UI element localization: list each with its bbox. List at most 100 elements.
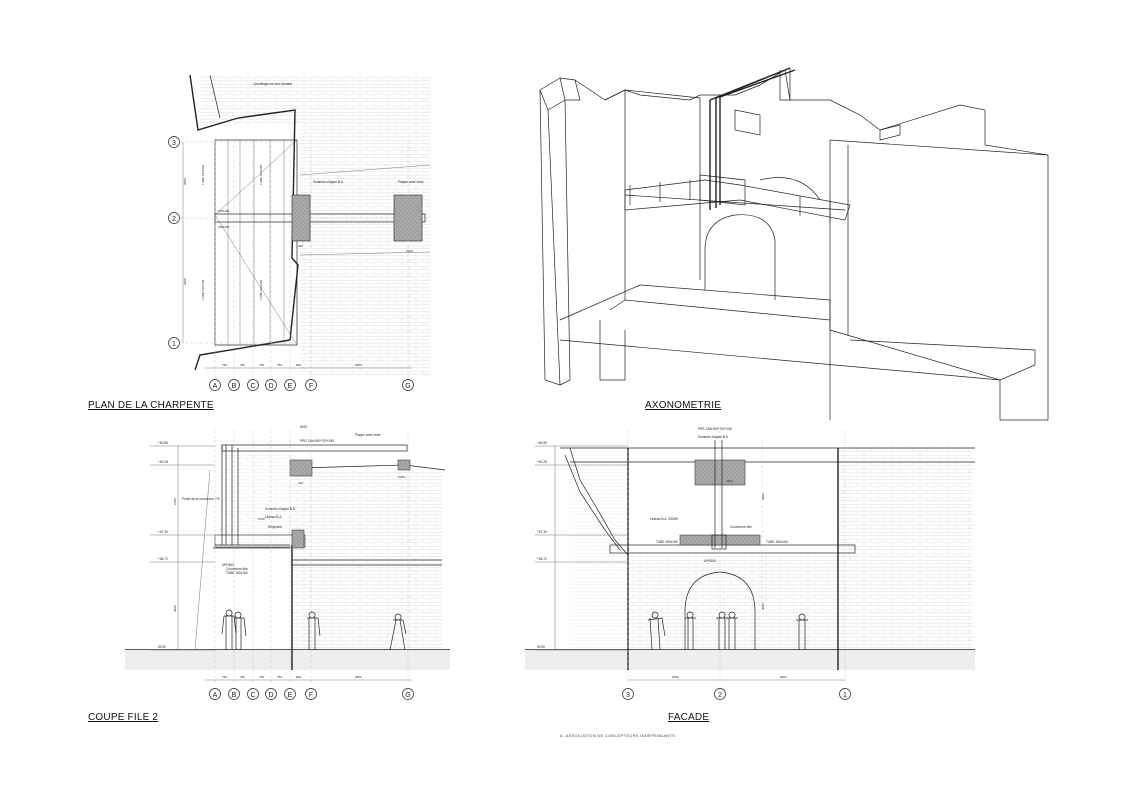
plan-drawing: TUBE 160x160 TUBE 100x100 TUBE 160x160 T… xyxy=(168,74,431,391)
plan-axis-A: A xyxy=(209,379,221,391)
coupe-label-sommier: Sommier d'appui B.A. xyxy=(265,507,296,511)
coupe-dim-b2: 750 xyxy=(240,675,245,679)
coupe-label-couverture: Couverture tôle xyxy=(226,567,248,571)
coupe-dim-top: 5100 xyxy=(300,425,307,429)
coupe-human-figures xyxy=(221,609,407,651)
plan-dim-left-2: 3000 xyxy=(183,278,187,285)
svg-text:C: C xyxy=(250,383,255,390)
facade-masonry-center xyxy=(628,555,838,650)
facade-label-tube-l: TUBE 160x160 xyxy=(656,540,678,544)
svg-text:G: G xyxy=(405,383,410,390)
coupe-dim-b1: 750 xyxy=(222,675,227,679)
coupe-axis-C: C xyxy=(247,688,259,700)
coupe-dim-b5: 820 xyxy=(296,675,301,679)
coupe-drawing: +60.55 +60.28 +57.30 +56.72 52.90 2780 3… xyxy=(125,425,450,700)
facade-axis-3: 3 xyxy=(622,688,634,700)
facade-level-1: +60.55 xyxy=(537,441,547,445)
title-axonometrie: AXONOMETRIE xyxy=(645,400,722,411)
facade-label-couverture: Couverture tôle xyxy=(730,525,752,529)
svg-text:3: 3 xyxy=(172,140,176,147)
coupe-dim-b7: 4050 xyxy=(355,675,362,679)
svg-text:F: F xyxy=(309,383,313,390)
facade-level-5: 52.90 xyxy=(537,645,545,649)
plan-label-tube-a1: TUBE 160x160 xyxy=(201,164,205,185)
plan-axis-F: F xyxy=(305,379,317,391)
facade-masonry-right xyxy=(838,445,973,650)
coupe-label-plaque: Plaque acier rivée xyxy=(355,433,381,437)
facade-drawing: +60.55 +60.28 +57.30 +56.72 52.90 PRS 13… xyxy=(525,427,975,700)
plan-axis-2: 2 xyxy=(168,212,180,224)
coupe-dim-b3: 750 xyxy=(259,675,264,679)
plan-label-tube-a2: TUBE 160x160 xyxy=(201,279,205,300)
svg-text:2: 2 xyxy=(718,692,722,699)
plan-dim-b7: 4050 xyxy=(355,363,362,367)
coupe-axis-G: G xyxy=(402,688,414,700)
coupe-level-1: +60.55 xyxy=(158,441,168,445)
facade-label-linteau: Linteau B.A. 300/90 xyxy=(650,517,678,521)
coupe-dim-2780: 2780 xyxy=(173,498,177,505)
plan-wall-outline xyxy=(189,74,299,371)
coupe-label-pente: Pente de la couverture 7% xyxy=(182,497,220,501)
coupe-axis-E: E xyxy=(284,688,296,700)
title-coupe: COUPE FILE 2 xyxy=(88,712,159,723)
svg-text:E: E xyxy=(288,692,293,699)
title-plan: PLAN DE LA CHARPENTE xyxy=(88,400,214,411)
facade-label-ipe: PRS 130x150+700+150 xyxy=(698,427,732,431)
svg-text:B: B xyxy=(232,692,237,699)
coupe-dim-720: 720 xyxy=(298,481,303,485)
plan-label-upn-2: UPN160 xyxy=(218,225,230,229)
svg-text:A: A xyxy=(213,692,218,699)
facade-label-tube-r: TUBE 160x160 xyxy=(766,540,788,544)
facade-dim-b2: 3000 xyxy=(780,675,787,679)
plan-dim-330: 330 xyxy=(298,244,303,248)
coupe-label-linteau: Linteau B.A. xyxy=(265,515,282,519)
svg-text:D: D xyxy=(268,692,273,699)
facade-main-beam xyxy=(609,544,856,554)
svg-text:F: F xyxy=(309,692,313,699)
facade-label-upn: UPN160 xyxy=(704,559,716,563)
facade-level-4: +56.72 xyxy=(537,557,547,561)
coupe-dim-3000: 3000 xyxy=(173,605,177,612)
plan-label-chainage: Chevêtage sur mur existant xyxy=(253,82,292,86)
plan-label-tube-b1: TUBE 100x100 xyxy=(259,164,263,185)
facade-dim-2400: 2400 xyxy=(726,479,733,483)
plan-label-upn-1: UPN160 xyxy=(218,209,230,213)
coupe-label-emprunte: Emprunte xyxy=(268,525,282,529)
svg-text:E: E xyxy=(288,383,293,390)
plan-label-tube-b2: TUBE 100x100 xyxy=(259,279,263,300)
svg-text:G: G xyxy=(405,692,410,699)
facade-human-figures xyxy=(647,611,808,651)
coupe-level-5: 52.90 xyxy=(158,645,166,649)
svg-text:A: A xyxy=(213,383,218,390)
plan-axis-B: B xyxy=(228,379,240,391)
coupe-label-upn: UPN160 xyxy=(222,563,234,567)
plan-dim-1000: 1000 xyxy=(406,249,413,253)
plan-axis-E: E xyxy=(284,379,296,391)
svg-text:1: 1 xyxy=(172,341,176,348)
svg-text:C: C xyxy=(250,692,255,699)
facade-axis-1: 1 xyxy=(839,688,851,700)
svg-text:3: 3 xyxy=(626,692,630,699)
facade-dim-2800: 2800 xyxy=(761,493,765,500)
facade-level-3: +57.30 xyxy=(537,530,547,534)
coupe-axis-A: A xyxy=(209,688,221,700)
plan-dim-b4: 750 xyxy=(277,363,282,367)
plan-axis-D: D xyxy=(265,379,277,391)
facade-dim-b1: 2250 xyxy=(672,675,679,679)
coupe-level-3: +57.30 xyxy=(158,530,168,534)
plan-axis-C: C xyxy=(247,379,259,391)
coupe-label-ipe: PRS 130x150+700+150 xyxy=(300,439,334,443)
coupe-dim-1000: 1000 xyxy=(398,475,405,479)
title-facade: FACADE xyxy=(668,712,710,723)
plan-axis-3: 3 xyxy=(168,136,180,148)
plan-dim-b3: 750 xyxy=(259,363,264,367)
coupe-axis-B: B xyxy=(228,688,240,700)
coupe-dim-b4: 750 xyxy=(277,675,282,679)
facade-level-2: +60.28 xyxy=(537,460,547,464)
coupe-axis-F: F xyxy=(305,688,317,700)
coupe-label-tube: TUBE 160x160 xyxy=(226,571,248,575)
svg-text:2: 2 xyxy=(172,216,176,223)
plan-dim-b1: 750 xyxy=(222,363,227,367)
coupe-level-4: +56.72 xyxy=(158,557,168,561)
